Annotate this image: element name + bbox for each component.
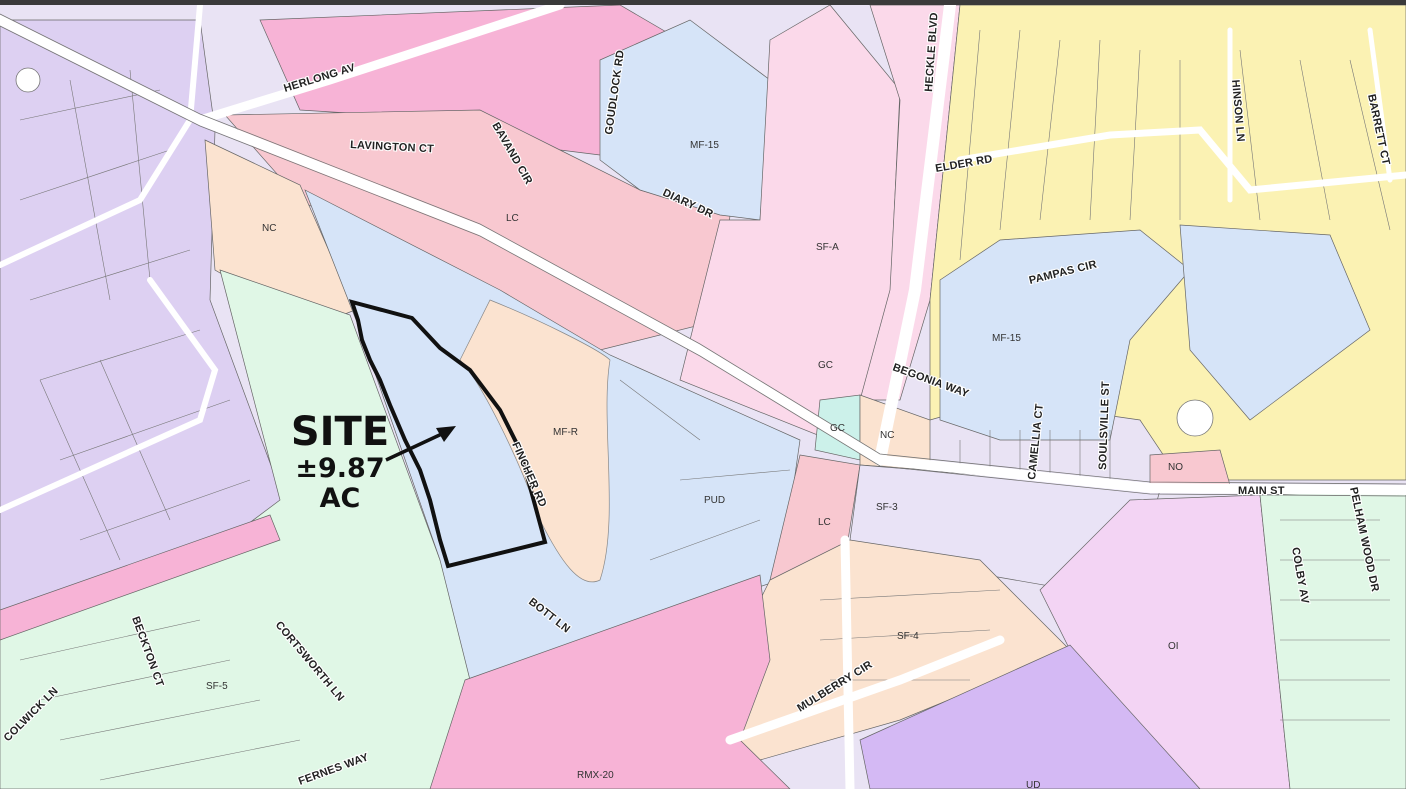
zone-label-nc-east: NC — [880, 430, 894, 441]
site-arrow-head — [436, 426, 456, 442]
zone-label-pud: PUD — [704, 495, 725, 506]
site-boundary[interactable] — [348, 299, 548, 569]
site-arrow — [385, 430, 447, 462]
zone-label-oi: OI — [1168, 641, 1179, 652]
zone-label-no: NO — [1168, 462, 1183, 473]
zone-label-lc-south: LC — [818, 517, 831, 528]
cul-de-sac — [15, 67, 41, 93]
cul-de-sac — [1176, 399, 1214, 437]
zone-mfr — [459, 299, 611, 583]
zone-label-rmx20: RMX-20 — [577, 770, 614, 781]
zone-label-mfr: MF-R — [553, 427, 578, 438]
site-acreage-unit: AC — [319, 482, 361, 514]
site-callout: SITE ±9.87 AC — [280, 410, 400, 513]
street-lavington-ct: LAVINGTON CT — [350, 139, 434, 155]
street-hinson-ln: HINSON LN — [1229, 79, 1246, 142]
zone-blue-east — [1179, 224, 1371, 421]
site-acreage: ±9.87 — [295, 453, 385, 484]
street-soulsville-st: SOULSVILLE ST — [1097, 381, 1112, 470]
zone-mf15-north — [599, 19, 771, 221]
road-edges — [0, 13, 1406, 497]
zone-label-sf4: SF-4 — [897, 631, 919, 642]
zone-label-sfa: SF-A — [816, 242, 839, 253]
zone-label-mf15-east: MF-15 — [992, 333, 1021, 344]
zone-pink-strip — [0, 514, 281, 641]
zone-ud — [859, 644, 1201, 789]
top-bar — [0, 0, 1406, 5]
zone-label-gc-south: GC — [830, 423, 845, 434]
zone-label-lc-north: LC — [506, 213, 519, 224]
zone-label-nc-west: NC — [262, 223, 276, 234]
zone-label-mf15-north: MF-15 — [690, 140, 719, 151]
street-main-st: MAIN ST — [1238, 485, 1285, 497]
zone-label-sf3: SF-3 — [876, 502, 898, 513]
zone-label-sf5: SF-5 — [206, 681, 228, 692]
zone-label-ud: UD — [1026, 780, 1040, 789]
parcel-lines — [19, 29, 1391, 781]
zone-mf15-east — [939, 229, 1191, 441]
zone-label-gc-north: GC — [818, 360, 833, 371]
site-title: SITE — [290, 409, 390, 455]
